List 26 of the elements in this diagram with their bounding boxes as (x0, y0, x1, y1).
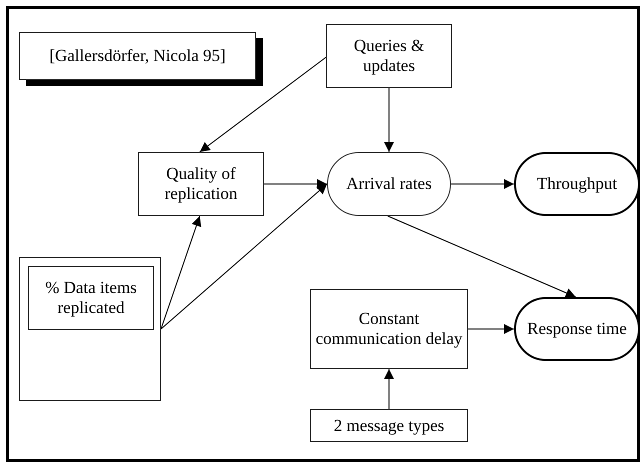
arrow (450, 179, 514, 189)
node-label: Quality of replication (164, 164, 238, 204)
node-label: Constant communication delay (314, 309, 464, 349)
arrow (387, 216, 576, 298)
arrow (160, 216, 202, 330)
process-box (138, 152, 264, 216)
node-label: 2 message types (334, 416, 444, 436)
arrow (468, 324, 514, 334)
output-node (514, 297, 640, 361)
arrow (264, 179, 328, 189)
node-label: Response time (527, 319, 627, 339)
node-label: % Data items replicated (44, 278, 138, 318)
process-box (310, 289, 468, 369)
arrow (160, 184, 328, 330)
container-box (19, 257, 161, 401)
arrow (199, 56, 326, 152)
node-label: [Gallersdörfer, Nicola 95] (49, 46, 226, 66)
node-label: Arrival rates (346, 174, 432, 194)
process-box (326, 24, 452, 88)
output-node (514, 152, 640, 216)
arrow (384, 368, 394, 410)
process-box (28, 266, 154, 330)
node-label: Queries & updates (352, 36, 426, 76)
node-label: Throughput (536, 174, 618, 194)
process-box (310, 409, 468, 442)
arrow (384, 88, 394, 152)
